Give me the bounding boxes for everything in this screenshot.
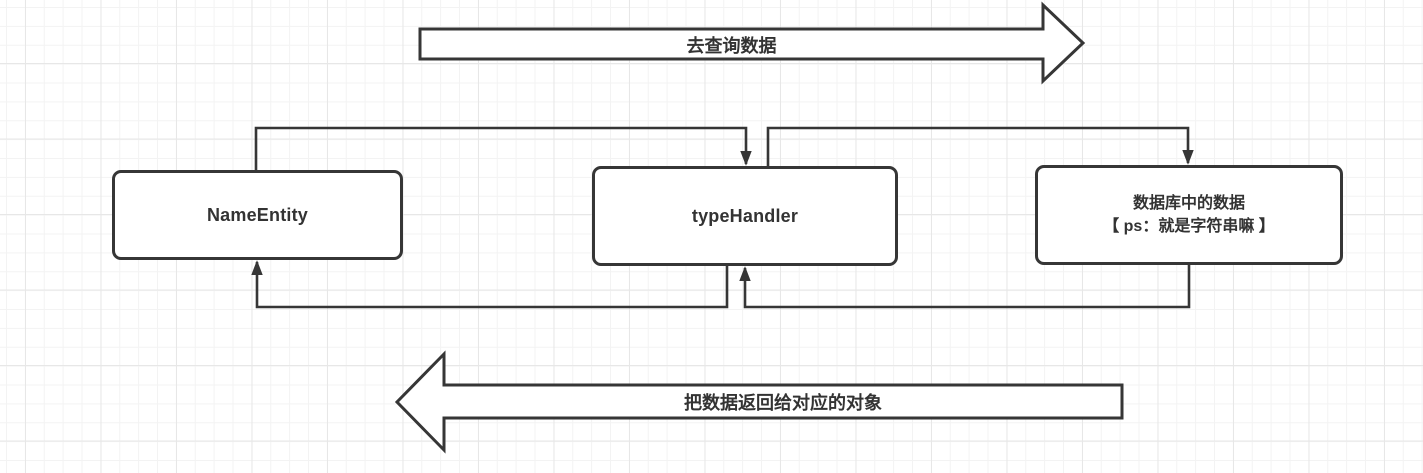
node-db-data: 数据库中的数据 【 ps：就是字符串嘛 】 — [1035, 165, 1343, 265]
connector-dbdata-to-typehandler — [745, 265, 1191, 309]
bottom-arrow-shape — [394, 350, 1124, 454]
node-db-data-line1: 数据库中的数据 — [1132, 194, 1245, 212]
node-name-entity: NameEntity — [112, 170, 403, 260]
connector-typehandler-to-dbdata — [766, 126, 1188, 166]
node-db-data-label: 数据库中的数据 【 ps：就是字符串嘛 】 — [1103, 192, 1275, 238]
node-type-handler-label: typeHandler — [691, 205, 799, 226]
connector-nameentity-to-typehandler — [254, 126, 746, 170]
node-db-data-line2: 【 ps：就是字符串嘛 】 — [1103, 218, 1275, 235]
connector-typehandler-to-nameentity — [257, 262, 729, 309]
node-type-handler: typeHandler — [592, 166, 898, 266]
top-arrow-shape — [418, 1, 1086, 85]
node-name-entity-label: NameEntity — [206, 204, 309, 225]
